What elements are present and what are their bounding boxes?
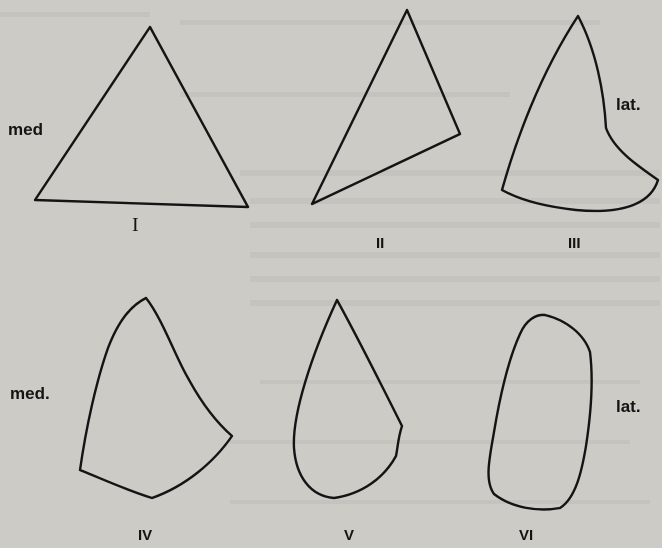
- numeral-i: I: [132, 214, 139, 236]
- numeral-ii: II: [376, 235, 384, 252]
- lat-label-top: lat.: [616, 95, 641, 114]
- numeral-v: V: [344, 527, 354, 544]
- med-label-bottom: med.: [10, 384, 50, 403]
- shape-vi-outline: [489, 315, 592, 510]
- numeral-iv: IV: [138, 527, 152, 544]
- lat-label-bottom: lat.: [616, 397, 641, 416]
- bleed-through-text: [0, 12, 660, 504]
- med-label-top: med: [8, 120, 43, 139]
- numeral-iii: III: [568, 235, 581, 252]
- numeral-vi: VI: [519, 527, 533, 544]
- shape-v-outline: [294, 300, 402, 498]
- shape-iv-outline: [80, 298, 232, 498]
- shape-i-outline: [35, 27, 248, 207]
